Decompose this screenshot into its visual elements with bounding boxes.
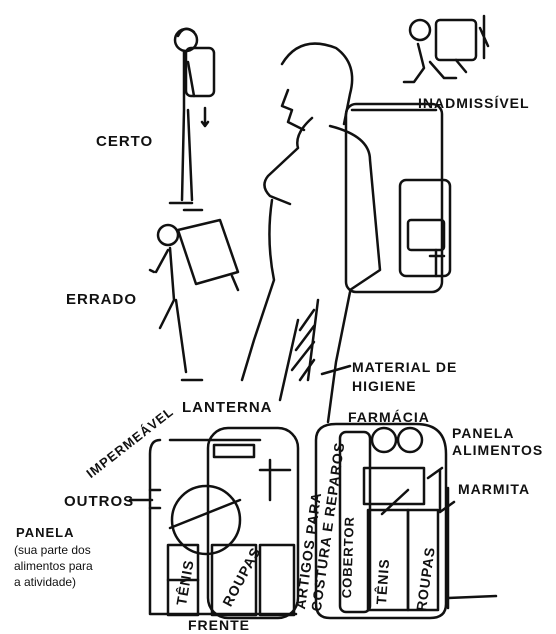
label-panela-alimentos-line-2: ALIMENTOS (452, 443, 543, 458)
label-frente: FRENTE (188, 618, 250, 633)
label-outros: OUTROS (64, 494, 134, 510)
panela-note-line-3: a atividade) (14, 574, 93, 590)
label-tenis-side: TÊNIS (374, 558, 392, 605)
figure-certo (170, 29, 214, 210)
figure-errado (150, 220, 238, 380)
label-panela-alimentos: PANELA ALIMENTOS (452, 426, 543, 457)
label-material-higiene-line-2: HIGIENE (352, 379, 457, 394)
label-panela-front: PANELA (16, 526, 74, 540)
label-farmacia: FARMÁCIA (348, 410, 430, 425)
label-material-higiene-line-1: MATERIAL DE (352, 360, 457, 375)
label-cobertor: COBERTOR (340, 516, 356, 599)
figure-inadmissivel (404, 16, 488, 82)
label-lanterna: LANTERNA (182, 400, 273, 416)
label-inadmissivel: INADMISSÍVEL (418, 96, 530, 111)
label-certo: CERTO (96, 134, 153, 150)
label-errado: ERRADO (66, 292, 137, 308)
label-marmita: MARMITA (458, 482, 530, 497)
label-material-higiene: MATERIAL DE HIGIENE (352, 360, 457, 393)
label-panela-alimentos-line-1: PANELA (452, 426, 543, 441)
panela-note-line-2: alimentos para (14, 558, 93, 574)
panela-note-line-1: (sua parte dos (14, 542, 93, 558)
panela-note: (sua parte dos alimentos para a atividad… (14, 542, 93, 591)
